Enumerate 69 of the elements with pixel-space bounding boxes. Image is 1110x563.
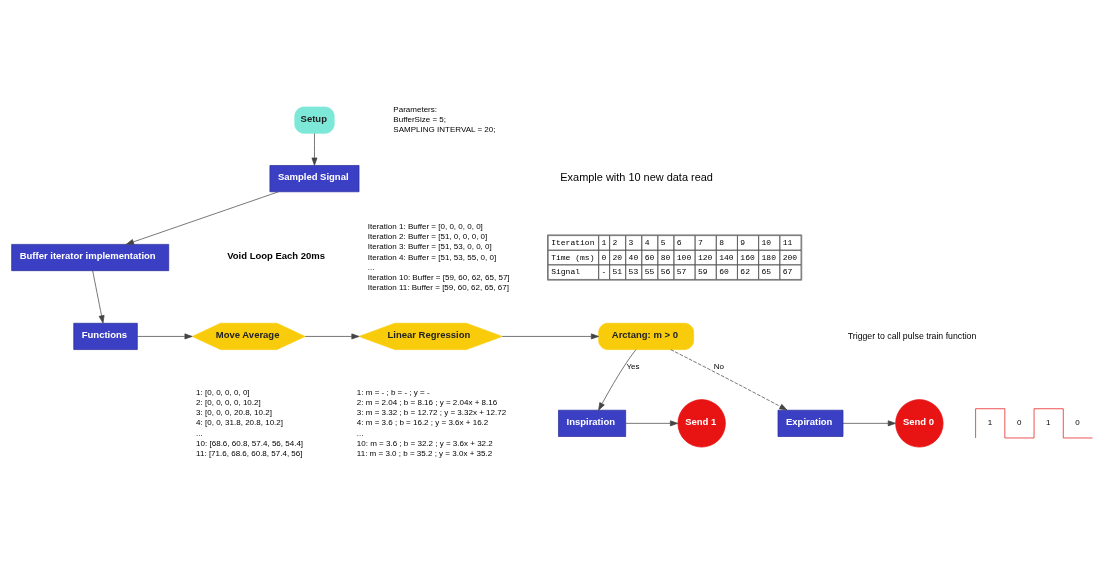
label: 1	[987, 417, 993, 427]
node-label: BufferSize = 5;	[393, 114, 447, 124]
label: 55	[644, 266, 655, 276]
node-label: ...	[367, 262, 375, 272]
label: 1	[1046, 417, 1051, 427]
node-label: 4: m = 3.6 ; b = 16.2 ; y = 3.6x + 16.2	[356, 417, 489, 427]
label: 62	[740, 266, 750, 276]
node-label: 10: m = 3.6 ; b = 32.2 ; y = 3.6x + 32.2	[356, 438, 493, 448]
label: Iteration	[551, 237, 595, 247]
label: -	[601, 266, 607, 276]
label: 0	[1075, 417, 1080, 427]
node-label: 2: [0, 0, 0, 0, 10.2]	[196, 397, 261, 407]
node-label: Iteration 1: Buffer = [0, 0, 0, 0, 0]	[367, 221, 483, 231]
label: 6	[676, 237, 682, 247]
label: 8	[719, 237, 724, 247]
node-label: 3: m = 3.32 ; b = 12.72 ; y = 3.32x + 12.72	[356, 407, 507, 417]
node-label: 10: [68.6, 60.8, 57.4, 56, 54.4]	[196, 438, 304, 448]
node-label: 1: [0, 0, 0, 0, 0]	[196, 387, 250, 397]
node-label: 1: m = - ; b = - ; y = -	[356, 387, 430, 397]
label: Signal	[551, 266, 581, 276]
label: 100	[676, 252, 692, 262]
label: 160	[740, 252, 755, 262]
label: 0	[1016, 417, 1022, 427]
label: 5	[660, 237, 666, 247]
label: 40	[628, 252, 639, 262]
label: Example with 10 new data read	[560, 170, 713, 183]
label: 180	[761, 252, 776, 262]
label: 140	[719, 252, 734, 262]
label: 51	[612, 266, 623, 276]
node-label: Iteration 3: Buffer = [51, 53, 0, 0, 0]	[367, 241, 492, 251]
node-label: Iteration 11: Buffer = [59, 60, 62, 65, 67]	[367, 282, 509, 292]
node-label: Iteration 4: Buffer = [51, 53, 55, 0, 0]	[367, 252, 497, 262]
edge-label: Yes	[626, 361, 640, 371]
node-label: SAMPLING INTERVAL = 20;	[393, 124, 496, 134]
label: 10	[761, 237, 772, 247]
node-label: 11: m = 3.0 ; b = 35.2 ; y = 3.0x + 35.2	[356, 448, 493, 458]
label: 60	[719, 266, 729, 276]
node-label: 2: m = 2.04 ; b = 8.16 ; y = 2.04x + 8.16	[356, 397, 498, 407]
label: 1	[601, 237, 607, 247]
node-label: 4: [0, 0, 31.8, 20.8, 10.2]	[196, 417, 284, 427]
label: 0	[601, 252, 607, 262]
label: 56	[660, 266, 671, 276]
edge-label: No	[713, 361, 724, 371]
node-label: Iteration 2: Buffer = [51, 0, 0, 0, 0]	[367, 231, 488, 241]
label: 59	[698, 266, 708, 276]
node-label: Parameters:	[393, 104, 438, 114]
label: 67	[782, 266, 793, 276]
label: 200	[782, 252, 798, 262]
label: Time (ms)	[551, 252, 595, 262]
node-label: ...	[196, 428, 203, 438]
label: 57	[676, 266, 687, 276]
label: 20	[612, 252, 623, 262]
label: 65	[761, 266, 772, 276]
label: 3	[628, 237, 634, 247]
label: Void Loop Each 20ms	[227, 249, 326, 261]
label: 9	[740, 237, 746, 247]
label: Trigger to call pulse train function	[847, 330, 977, 341]
label: 53	[628, 266, 639, 276]
label: 2	[612, 237, 618, 247]
label: 120	[698, 252, 713, 262]
node-label: ...	[356, 428, 364, 438]
label: 60	[644, 252, 655, 262]
label: 4	[644, 237, 650, 247]
label: 7	[698, 237, 703, 247]
node-label: 11: [71.6, 68.6, 60.8, 57.4, 56]	[196, 448, 303, 458]
node-label: 3: [0, 0, 0, 20.8, 10.2]	[196, 407, 272, 417]
label: 11	[782, 237, 793, 247]
label: 80	[660, 252, 671, 262]
node-label: Iteration 10: Buffer = [59, 60, 62, 65, 57]	[367, 272, 510, 282]
